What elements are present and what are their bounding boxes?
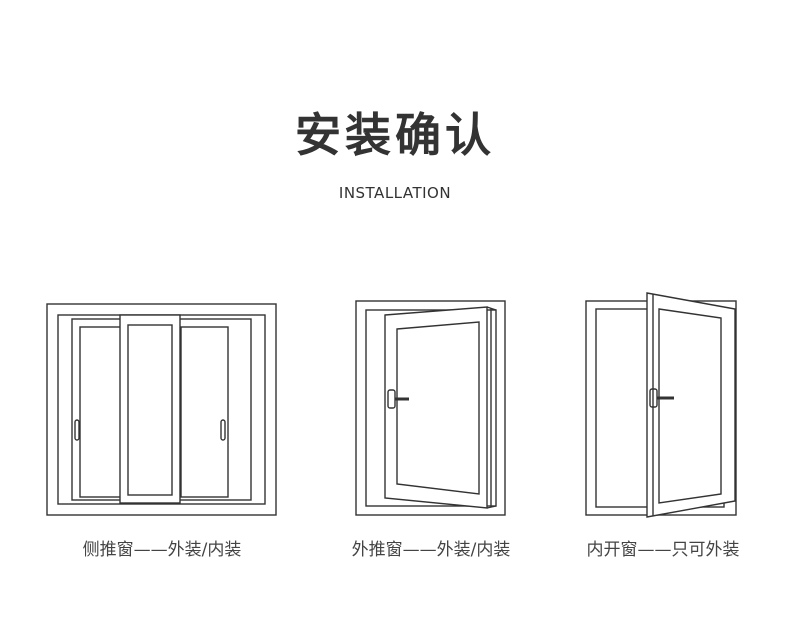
window-caption-outward: 外推窗——外装/内装 (351, 540, 511, 560)
window-card-outward (355, 298, 507, 516)
window-caption-sliding: 侧推窗——外装/内装 (82, 540, 242, 560)
outward-casement-window-icon (355, 300, 506, 516)
sliding-window-icon (46, 303, 277, 516)
inward-casement-window-icon (585, 292, 737, 518)
window-caption-inward: 内开窗——只可外装 (586, 540, 740, 560)
window-card-inward (583, 291, 739, 521)
page-title: 安装确认 (295, 108, 495, 162)
window-card-sliding (46, 303, 278, 518)
page-subtitle: INSTALLATION (338, 184, 452, 202)
